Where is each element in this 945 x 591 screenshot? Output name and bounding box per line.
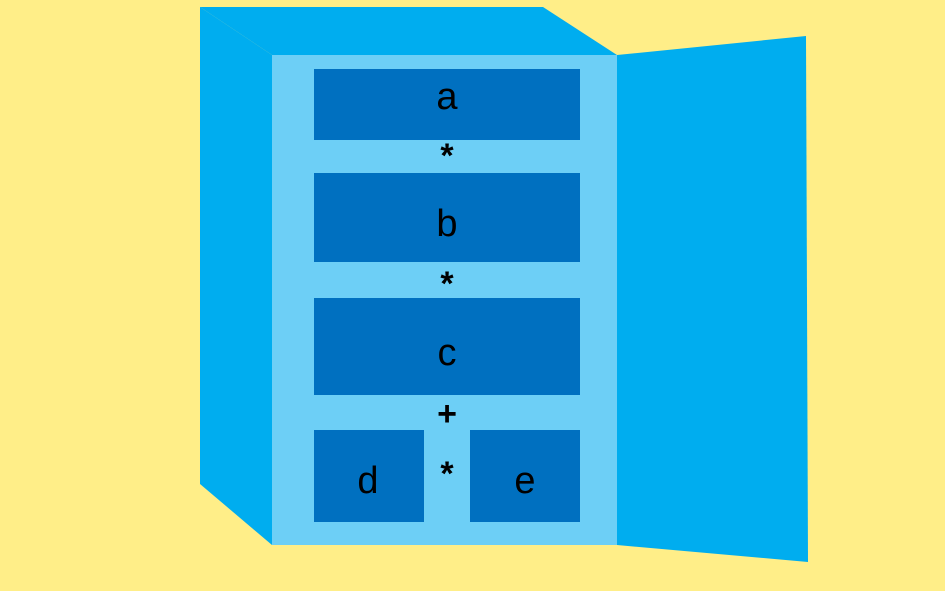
box-d-label: d [357,460,379,502]
operator-multiply-d-e: * [440,455,454,493]
operator-multiply-b-c: * [440,265,454,303]
box-b-label: b [436,203,458,245]
box-c-label: c [437,332,457,374]
cabinet-top [200,7,617,55]
box-d [314,430,424,522]
cabinet-door [617,36,808,562]
operator-plus: + [437,395,457,433]
box-e-label: e [514,460,536,502]
box-c [314,298,580,395]
box-a-label: a [436,76,458,118]
box-e [470,430,580,522]
box-a [314,69,580,140]
cabinet-left-side [200,7,272,545]
operator-multiply-a-b: * [440,137,454,175]
box-b [314,173,580,262]
